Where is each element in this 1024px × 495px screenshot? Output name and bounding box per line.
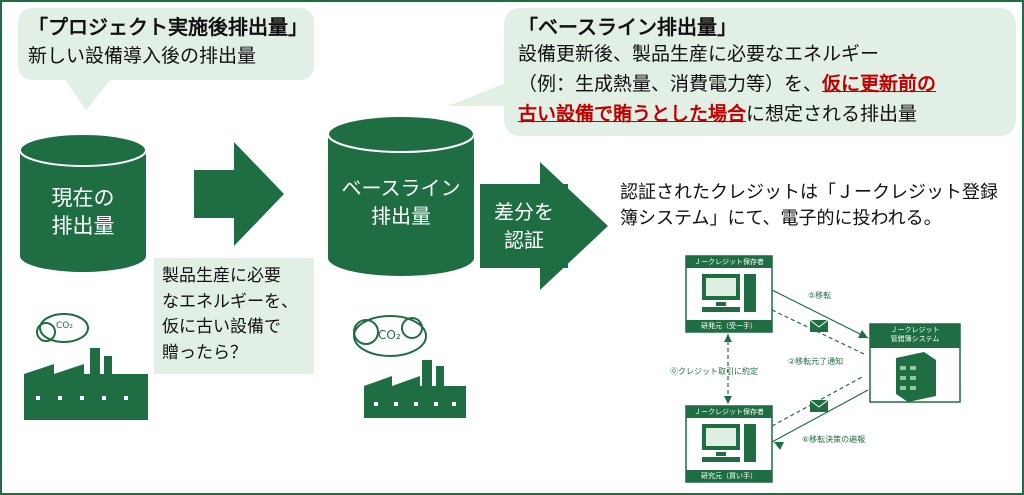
registry-arrowheads <box>724 330 868 450</box>
diff-box-line1: 差分を <box>494 200 554 224</box>
diff-box-line2: 認証 <box>504 228 544 252</box>
top-holder-label: Ｊークレジット保存者 <box>694 258 764 266</box>
envelope-icon <box>809 399 829 412</box>
baseline-line2-highlight: 仮に更新前の <box>822 73 937 95</box>
project-bubble-title: 「プロジェクト実施後排出量」 <box>28 15 308 39</box>
baseline-line2-prefix: （例：生成熱量、消費電力等）を、 <box>518 73 823 95</box>
question-line4: 贈ったら？ <box>162 342 247 363</box>
baseline-bubble-line1: 設備更新後、製品生産に必要なエネルギー <box>518 43 880 65</box>
credit-note-line2: 簿システム」にて、電子的に投われる。 <box>620 208 942 230</box>
current-cylinder-label: 現在の 排出量 <box>20 184 146 241</box>
project-bubble-body: 新しい設備導入後の排出量 <box>28 45 257 67</box>
question-line3: 仮に古い設備で <box>162 317 281 337</box>
baseline-bubble-line3: 古い設備で賄うとした場合に想定される排出量 <box>518 102 917 127</box>
baseline-cylinder-line2: 排出量 <box>371 204 431 228</box>
edge-notice-label: ②移転元了通知 <box>788 357 844 366</box>
baseline-bubble-title: 「ベースライン排出量」 <box>518 15 737 39</box>
factory-icon <box>353 315 466 418</box>
system-label: Ｊークレジット 管錯簿システム <box>870 326 960 344</box>
current-cylinder-line2: 排出量 <box>51 214 115 239</box>
baseline-cylinder-label: ベースライン 排出量 <box>328 174 474 230</box>
arrow-right-icon <box>194 142 284 246</box>
computer-icon <box>702 274 756 312</box>
co2-label-small: CO₂ <box>56 321 73 331</box>
question-line1: 製品生産に必要 <box>162 266 281 286</box>
computer-icon <box>702 424 756 462</box>
baseline-line3-suffix: に想定される排出量 <box>746 103 918 125</box>
question-box-text: 製品生産に必要 なエネルギーを、 仮に古い設備で 贈ったら？ <box>162 264 298 366</box>
system-label-line2: 管錯簿システム <box>890 335 940 344</box>
question-box-shape <box>154 258 314 374</box>
diff-box-label: 差分を 認証 <box>480 198 568 254</box>
question-line2: なエネルギーを、 <box>162 291 298 312</box>
edge-contract-label: ⓪クレジット取引に約定 <box>670 367 758 376</box>
current-cylinder-line1: 現在の <box>51 186 115 210</box>
baseline-bubble-line2: （例：生成熱量、消費電力等）を、仮に更新前の <box>518 72 936 97</box>
co2-label-large: CO₂ <box>378 328 401 342</box>
server-icon <box>896 352 936 402</box>
project-bubble-shape <box>18 8 314 110</box>
baseline-emissions-cylinder <box>327 115 475 276</box>
baseline-bubble-shape <box>448 8 1016 136</box>
bottom-holder-label: Ｊークレジット保存者 <box>694 408 764 416</box>
baseline-line3-highlight: 古い設備で賄うとした場合 <box>518 103 747 125</box>
factory-icon <box>24 313 148 420</box>
current-emissions-cylinder <box>19 133 147 272</box>
bottom-holder-sub: 研究元（買い手） <box>701 472 757 480</box>
top-holder-sub: 研発元（受ー手） <box>701 322 757 330</box>
credit-note: 認証されたクレジットは「Ｊークレジット登録 簿システム」にて、電子的に投われる。 <box>620 180 998 232</box>
system-label-line1: Ｊークレジット <box>890 326 940 334</box>
edge-report-label: ⑥移転決策の遍報 <box>802 435 866 444</box>
credit-note-line1: 認証されたクレジットは「Ｊークレジット登録 <box>620 182 998 203</box>
edge-transfer-label: ⑤移転 <box>808 291 832 300</box>
envelope-icon <box>809 319 829 332</box>
baseline-cylinder-line1: ベースライン <box>341 176 461 200</box>
